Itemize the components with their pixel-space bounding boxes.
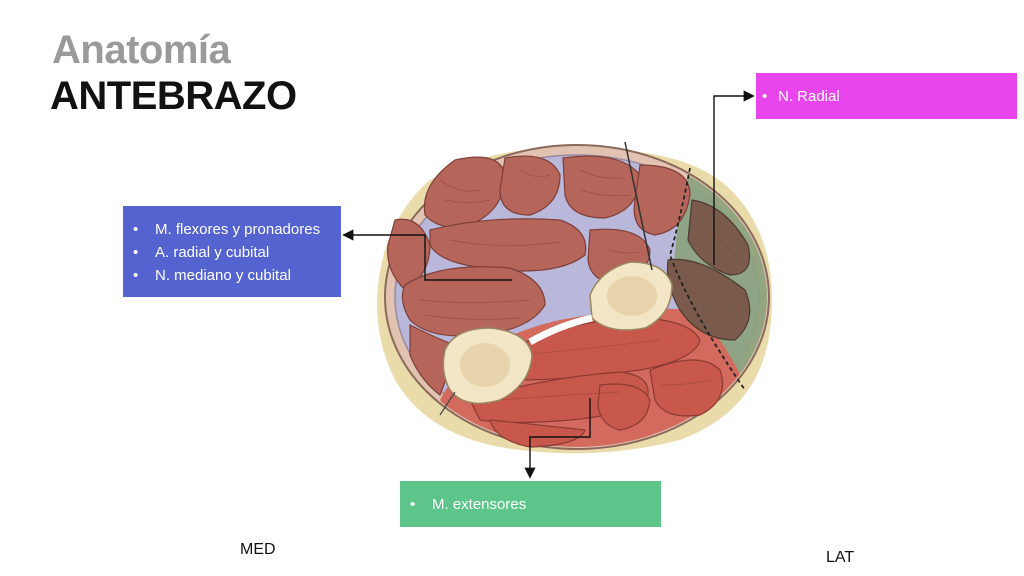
callout-flexores: M. flexores y pronadores A. radial y cub… — [123, 206, 341, 297]
connector-extensores — [524, 398, 591, 479]
interosseous-membrane — [528, 314, 593, 346]
callout-flexores-item: A. radial y cubital — [123, 241, 341, 264]
connector-flexores — [342, 229, 512, 281]
callout-flexores-item: M. flexores y pronadores — [123, 218, 341, 241]
callout-radial-item: N. Radial — [756, 85, 1017, 108]
lateral-septum-dashed — [669, 167, 746, 391]
radius-bone — [589, 261, 673, 331]
page-title: Anatomía — [52, 28, 231, 72]
septum-line — [624, 141, 653, 271]
ulna-bone — [442, 327, 533, 405]
medial-septum-line — [439, 391, 456, 416]
connector-radial — [713, 90, 755, 265]
callout-flexores-item: N. mediano y cubital — [123, 264, 341, 287]
callout-radial: N. Radial — [756, 73, 1017, 119]
flexor-muscles — [387, 155, 691, 396]
callout-extensores: M. extensores — [400, 481, 661, 527]
callout-extensores-item: M. extensores — [400, 493, 661, 516]
lateral-muscles — [666, 199, 751, 341]
lateral-label: LAT — [826, 549, 855, 566]
medial-label: MED — [240, 541, 276, 558]
page-subtitle: ANTEBRAZO — [50, 74, 297, 118]
muscle-fibres — [419, 169, 736, 401]
